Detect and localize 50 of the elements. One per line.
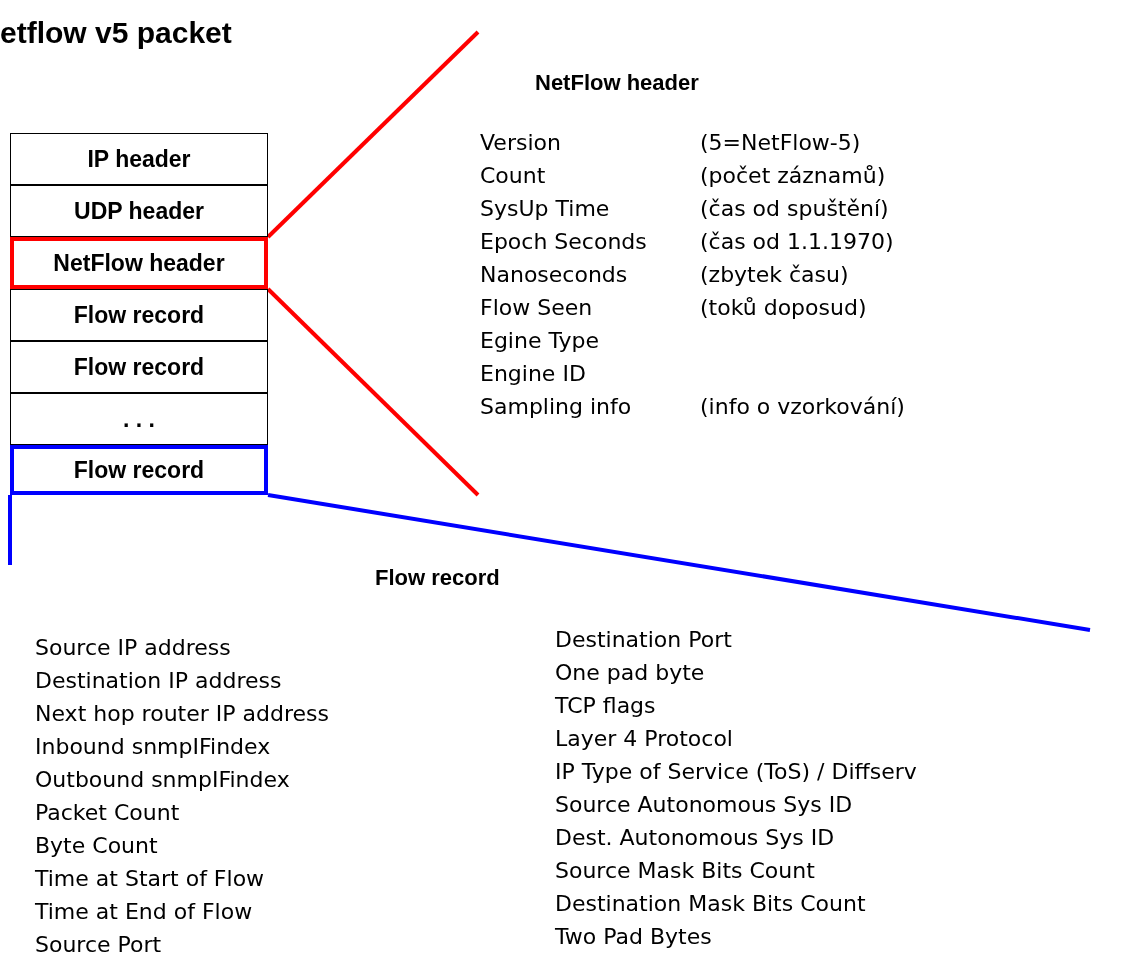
field-name: Time at Start of Flow xyxy=(35,866,265,892)
field-name: (čas od 1.1.1970) xyxy=(700,229,894,255)
zoom-line xyxy=(267,493,1091,632)
field-name: Source Port xyxy=(35,932,162,958)
packet-field-box: Flow record xyxy=(10,341,268,393)
field-name: Layer 4 Protocol xyxy=(555,726,733,752)
field-name: Two Pad Bytes xyxy=(555,924,712,950)
panel-heading: NetFlow header xyxy=(535,70,699,96)
field-name: Next hop router IP address xyxy=(35,701,329,727)
field-name: TCP flags xyxy=(555,693,656,719)
zoom-line xyxy=(266,287,480,497)
field-name: Packet Count xyxy=(35,800,180,826)
field-name: Destination Port xyxy=(555,627,732,653)
title: etflow v5 packet xyxy=(0,16,232,50)
field-name: Version xyxy=(480,130,561,156)
field-name: Source IP address xyxy=(35,635,231,661)
field-name: Source Autonomous Sys ID xyxy=(555,792,853,818)
zoom-line xyxy=(8,495,12,565)
field-name: (info o vzorkování) xyxy=(700,394,905,420)
field-name: Dest. Autonomous Sys ID xyxy=(555,825,835,851)
zoom-line xyxy=(266,30,480,239)
field-name: (toků doposud) xyxy=(700,295,867,321)
field-name: Flow Seen xyxy=(480,295,593,321)
field-name: Nanoseconds xyxy=(480,262,628,288)
field-name: (počet záznamů) xyxy=(700,163,886,189)
panel-heading: Flow record xyxy=(375,565,500,591)
field-name: Inbound snmpIFindex xyxy=(35,734,271,760)
field-name: Time at End of Flow xyxy=(35,899,253,925)
field-name: Count xyxy=(480,163,546,189)
field-name: Byte Count xyxy=(35,833,158,859)
field-name: (čas od spuštění) xyxy=(700,196,889,222)
field-name: SysUp Time xyxy=(480,196,610,222)
packet-field-box: UDP header xyxy=(10,185,268,237)
field-name: (5=NetFlow-5) xyxy=(700,130,861,156)
field-name: Destination IP address xyxy=(35,668,282,694)
field-name: IP Type of Service (ToS) / Diffserv xyxy=(555,759,917,785)
field-name: Engine ID xyxy=(480,361,586,387)
field-name: Outbound snmpIFindex xyxy=(35,767,290,793)
field-name: Epoch Seconds xyxy=(480,229,647,255)
field-name: Sampling info xyxy=(480,394,632,420)
field-name: Egine Type xyxy=(480,328,599,354)
field-name: Destination Mask Bits Count xyxy=(555,891,866,917)
packet-field-box: . . . xyxy=(10,393,268,445)
packet-field-box: IP header xyxy=(10,133,268,185)
field-name: (zbytek času) xyxy=(700,262,849,288)
field-name: Source Mask Bits Count xyxy=(555,858,815,884)
packet-field-box: Flow record xyxy=(10,289,268,341)
field-name: One pad byte xyxy=(555,660,705,686)
packet-field-box: NetFlow header xyxy=(10,237,268,289)
packet-field-box: Flow record xyxy=(10,445,268,495)
